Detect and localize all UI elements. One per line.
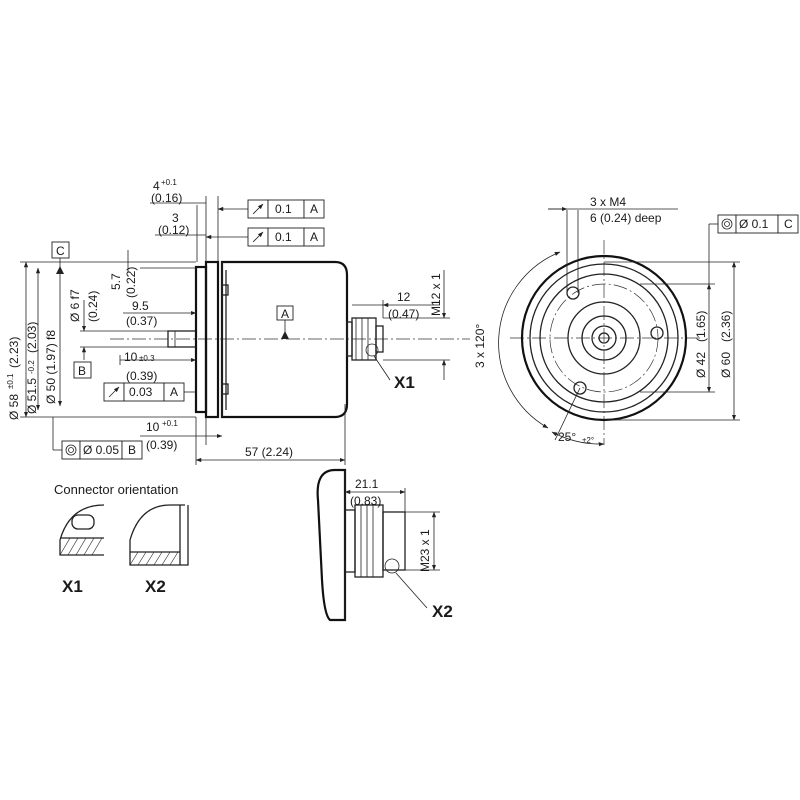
runout-3-ref: A xyxy=(170,385,178,399)
concentric-frame-2: Ø 0.1 C xyxy=(717,214,799,234)
dim-515: Ø 51.5 xyxy=(25,378,39,414)
dim-6: Ø 6 f7 xyxy=(68,289,82,322)
concentric-2-ref: C xyxy=(784,217,793,231)
dim-211: 21.1 xyxy=(355,477,379,491)
dim-4-tol: +0.1 xyxy=(161,178,177,187)
dim-50: Ø 50 (1.97) f8 xyxy=(44,330,58,404)
bolt-hole-2 xyxy=(650,326,664,340)
dim-515-tol: -0.2 xyxy=(27,360,36,374)
connector-orientation: Connector orientation X1 X2 xyxy=(54,482,189,596)
flange-rim xyxy=(204,260,220,419)
angle-120-arc xyxy=(498,251,561,429)
dim-95: 9.5 xyxy=(132,299,149,313)
datum-c: C xyxy=(56,244,65,258)
dim-4-in: (0.16) xyxy=(151,191,182,205)
datum-c-box xyxy=(51,241,70,259)
connector-x2 xyxy=(354,504,384,578)
x1-orientation-sketch xyxy=(59,504,105,556)
concentric-1-ref: B xyxy=(128,443,136,457)
bolt-hole-1 xyxy=(566,286,580,300)
dim-42-in: (1.65) xyxy=(694,311,708,342)
thread-m23: M23 x 1 xyxy=(418,529,432,572)
datum-b-box xyxy=(73,361,92,379)
x1-orientation-label: X1 xyxy=(62,577,83,596)
dim-57: 5.7 xyxy=(109,273,123,290)
x2-detail-circle xyxy=(384,558,400,574)
dim-10a-in: (0.39) xyxy=(126,369,157,383)
runout-frame-2: 0.1 A xyxy=(247,227,325,247)
angle-25: 25° xyxy=(558,430,576,444)
side-view: X1 A 4 +0.1 (0.16) 3 (0.12) 0.1 A xyxy=(6,178,470,465)
angle-120: 3 x 120° xyxy=(473,324,487,368)
datum-a: A xyxy=(281,307,289,321)
dim-10a: 10 xyxy=(124,350,138,364)
dim-4: 4 xyxy=(153,179,160,193)
bolt-holes: 3 x M4 xyxy=(590,195,626,209)
detail-x2: X2 21.1 (0.83) M23 x 1 xyxy=(316,468,453,622)
x2-orientation-sketch xyxy=(129,504,189,566)
dim-12-in: (0.47) xyxy=(388,307,419,321)
runout-3-value: 0.03 xyxy=(129,385,153,399)
dim-10a-tol: ±0.3 xyxy=(139,354,155,363)
dim-3: 3 xyxy=(172,211,179,225)
dim-57-in: (0.22) xyxy=(124,267,138,298)
dim-95-in: (0.37) xyxy=(126,314,157,328)
runout-2-ref: A xyxy=(310,230,318,244)
dim-3-in: (0.12) xyxy=(158,223,189,237)
flange xyxy=(194,265,208,414)
dim-12: 12 xyxy=(397,290,411,304)
concentric-2-value: Ø 0.1 xyxy=(739,217,769,231)
concentric-frame-1: Ø 0.05 B xyxy=(61,440,143,460)
front-view: 3 x M4 6 (0.24) deep Ø 0.1 C Ø 42 (1.65)… xyxy=(473,195,799,447)
concentric-1-value: Ø 0.05 xyxy=(83,443,119,457)
runout-2-value: 0.1 xyxy=(275,230,292,244)
x2-orientation-label: X2 xyxy=(145,577,166,596)
angle-25-tol: ±2° xyxy=(582,436,594,445)
runout-1-ref: A xyxy=(310,202,318,216)
bolt-hole-3 xyxy=(573,381,587,395)
dim-42: Ø 42 xyxy=(694,352,708,378)
runout-frame-1: 0.1 A xyxy=(247,199,325,219)
dim-10b: 10 xyxy=(146,420,160,434)
dim-60: Ø 60 xyxy=(719,352,733,378)
dim-6-in: (0.24) xyxy=(86,291,100,322)
bolt-depth: 6 (0.24) deep xyxy=(590,211,662,225)
dim-60-in: (2.36) xyxy=(719,311,733,342)
runout-frame-3: 0.03 A xyxy=(103,382,185,402)
dim-58-tol: ±0.1 xyxy=(6,373,15,389)
x1-detail-circle xyxy=(365,343,379,357)
dim-10b-in: (0.39) xyxy=(146,438,177,452)
x2-body-section xyxy=(316,468,347,622)
dim-211-in: (0.83) xyxy=(350,494,381,508)
connector-orientation-title: Connector orientation xyxy=(54,482,178,497)
datum-b: B xyxy=(78,364,86,378)
thread-m12: M12 x 1 xyxy=(429,273,443,316)
dim-57-total: 57 (2.24) xyxy=(245,445,293,459)
runout-1-value: 0.1 xyxy=(275,202,292,216)
dim-58-in: (2.23) xyxy=(7,337,21,368)
dim-58: Ø 58 xyxy=(7,394,21,420)
x1-label: X1 xyxy=(394,373,415,392)
encoder-body xyxy=(220,260,349,419)
dim-10b-tol: +0.1 xyxy=(162,419,178,428)
x2-label: X2 xyxy=(432,602,453,621)
dim-515-in: (2.03) xyxy=(25,322,39,353)
